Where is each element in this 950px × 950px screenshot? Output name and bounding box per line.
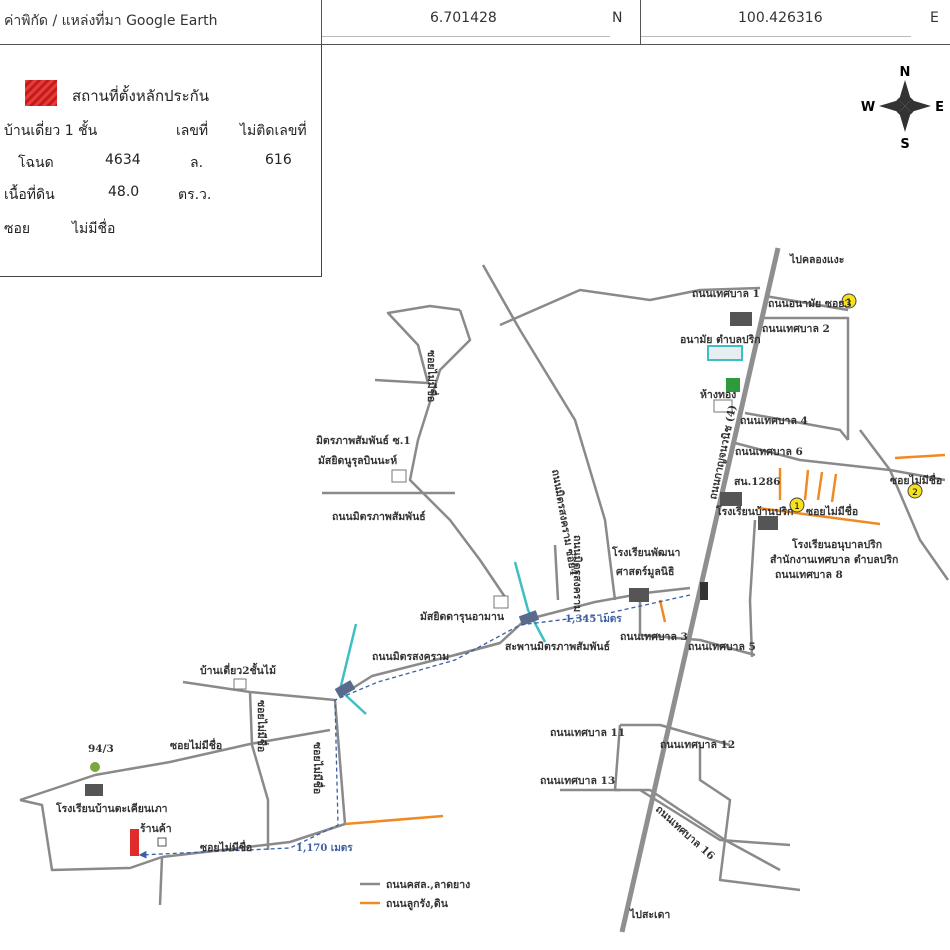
gold-shop-icon bbox=[713, 399, 733, 413]
lot-number: 616 bbox=[265, 152, 292, 168]
canals bbox=[338, 561, 547, 715]
label-to-khlong-ngae: ไปคลองแงะ bbox=[789, 253, 844, 266]
label-mittraphap1: มิตรภาพสัมพันธ์ ซ.1 bbox=[316, 434, 411, 447]
label-mosque1: มัสยิดนูรุลบินนะห์ bbox=[318, 454, 397, 468]
label-municipal-office: สำนักงานเทศบาล ตำบลปริก bbox=[770, 554, 898, 566]
collateral-location-swatch bbox=[25, 80, 57, 106]
svg-text:2: 2 bbox=[912, 488, 918, 498]
mosque-icon bbox=[493, 595, 509, 609]
label-tessaban6: ถนนเทศบาล 6 bbox=[735, 446, 803, 458]
label-tessaban12: ถนนเทศบาล 12 bbox=[660, 739, 735, 751]
road-legend: ถนนคสล.,ลาดยาง ถนนลูกรัง,ดิน bbox=[360, 879, 470, 911]
label-anamai-soi3: ถนนอนามัย ซอย3 bbox=[768, 298, 852, 310]
svg-text:W: W bbox=[861, 100, 875, 115]
label-tessaban11: ถนนเทศบาล 11 bbox=[550, 727, 625, 739]
svg-text:S: S bbox=[900, 137, 909, 152]
shop-icon bbox=[157, 837, 167, 847]
numbered-markers: 1 1 2 bbox=[789, 293, 923, 513]
school-icon bbox=[758, 516, 778, 530]
label-soi-nameless-far: ซอยไม่มีชื่อ bbox=[890, 472, 942, 487]
label-phatthana-school: โรงเรียนพัฒนา bbox=[611, 546, 681, 559]
label-soi-nameless-south: ซอยไม่มีชื่อ bbox=[200, 839, 252, 854]
svg-text:N: N bbox=[900, 65, 911, 80]
collateral-location-marker bbox=[130, 829, 139, 856]
label-to-sadao: ไปสะเดา bbox=[629, 908, 670, 921]
label-prik-school: โรงเรียนบ้านปริก bbox=[715, 505, 793, 518]
land-area-value: 48.0 bbox=[108, 184, 140, 200]
compass-rose: N S E W bbox=[861, 65, 944, 152]
label-hang-thong: ห้างทอง bbox=[700, 388, 736, 401]
label-kindergarten: โรงเรียนอนุบาลปริก bbox=[791, 538, 882, 552]
house-marker-icon bbox=[90, 762, 100, 772]
dirt-roads bbox=[344, 453, 946, 826]
coordinate-header: ค่าพิกัด / แหล่งที่มา Google Earth 6.701… bbox=[0, 0, 950, 45]
legend-paved-road: ถนนคสล.,ลาดยาง bbox=[386, 879, 470, 891]
svg-text:1: 1 bbox=[846, 298, 852, 308]
bridge-icon bbox=[334, 680, 356, 698]
longitude-value: 100.426316 bbox=[738, 10, 823, 26]
health-center-icon bbox=[707, 345, 743, 361]
label-anamai-office: อนามัย ตำบลปริก bbox=[680, 334, 761, 346]
label-tessaban4: ถนนเทศบาล 4 bbox=[740, 415, 808, 427]
label-sasana: ศาสตร์มูลนิธิ bbox=[616, 565, 674, 579]
label-wood-house: บ้านเดี่ยว2ชั้นไม้ bbox=[200, 662, 276, 677]
latitude-direction: N bbox=[612, 10, 623, 26]
lot-label: ล. bbox=[190, 155, 204, 171]
convenience-store-icon bbox=[726, 378, 740, 392]
route-line bbox=[138, 594, 691, 859]
deed-number: 4634 bbox=[105, 152, 141, 168]
longitude-direction: E bbox=[930, 10, 939, 26]
paved-roads bbox=[19, 264, 950, 906]
land-area-label: เนื้อที่ดิน bbox=[4, 187, 55, 203]
soi-label: ซอย bbox=[4, 221, 31, 237]
label-tessaban2: ถนนเทศบาล 2 bbox=[762, 323, 830, 335]
coordinate-source-label: ค่าพิกัด / แหล่งที่มา Google Earth bbox=[4, 13, 218, 29]
latitude-value: 6.701428 bbox=[430, 10, 497, 26]
label-mittrasongkhram: ถนนมิตรสงคราม bbox=[372, 651, 449, 663]
label-tessaban13: ถนนเทศบาล 13 bbox=[540, 775, 615, 787]
label-tataeng-school: โรงเรียนบ้านตะเคียนเภา bbox=[55, 802, 168, 815]
house-no-label: เลขที่ bbox=[176, 123, 209, 139]
land-area-unit: ตร.ว. bbox=[178, 187, 212, 203]
label-distance-1345: 1,345 เมตร bbox=[565, 614, 622, 625]
label-bridge: สะพานมิตรภาพสัมพันธ์ bbox=[505, 640, 610, 653]
label-soi-nameless-v1: ซอยไม่มีชื่อ bbox=[255, 700, 270, 752]
label-mittraphap-road: ถนนมิตรภาพสัมพันธ์ bbox=[332, 510, 426, 523]
property-info-box: สถานที่ตั้งหลักประกัน บ้านเดี่ยว 1 ชั้น … bbox=[0, 44, 322, 277]
house-type: บ้านเดี่ยว 1 ชั้น bbox=[4, 123, 98, 139]
bridge-icon bbox=[518, 610, 540, 626]
school-icon bbox=[720, 492, 742, 506]
school-icon bbox=[629, 588, 649, 602]
house-icon bbox=[233, 678, 247, 690]
label-tessaban5: ถนนเทศบาล 5 bbox=[688, 641, 756, 653]
label-soi-nameless-west: ซอยไม่มีชื่อ bbox=[170, 737, 222, 752]
legend-collateral-label: สถานที่ตั้งหลักประกัน bbox=[72, 87, 209, 105]
label-house-94: 94/3 bbox=[88, 743, 114, 755]
label-soi-nameless-v2: ซอยไม่มีชื่อ bbox=[311, 742, 326, 794]
soi-value: ไม่มีชื่อ bbox=[72, 221, 116, 237]
label-tessaban8: ถนนเทศบาล 8 bbox=[775, 569, 843, 581]
label-mittrasongkhram-v: ถนนมิตรสงคราม bbox=[571, 535, 583, 612]
hospital-icon bbox=[730, 312, 752, 326]
house-no-value: ไม่ติดเลขที่ bbox=[240, 123, 307, 139]
legend-dirt-road: ถนนลูกรัง,ดิน bbox=[386, 898, 449, 911]
poi-icons bbox=[85, 312, 778, 847]
label-tessaban1: ถนนเทศบาล 1 bbox=[692, 288, 760, 300]
label-sl1286: สน.1286 bbox=[734, 476, 780, 488]
deed-label: โฉนด bbox=[18, 155, 54, 171]
school-icon bbox=[85, 784, 103, 796]
label-soi-nameless-north: ซอยไม่มีชื่อ bbox=[425, 350, 440, 402]
label-mosque2: มัสยิดดารุนอามาน bbox=[420, 611, 505, 624]
label-soi-nameless-east: ซอยไม่มีชื่อ bbox=[806, 503, 858, 518]
svg-text:E: E bbox=[935, 100, 944, 115]
mosque-icon bbox=[391, 469, 407, 483]
label-tessaban3: ถนนเทศบาล 3 bbox=[620, 631, 688, 643]
traffic-light-icon bbox=[700, 582, 708, 600]
label-distance-1170: 1,170 เมตร bbox=[296, 843, 353, 854]
label-shop: ร้านค้า bbox=[140, 822, 172, 835]
svg-text:1: 1 bbox=[794, 502, 800, 512]
